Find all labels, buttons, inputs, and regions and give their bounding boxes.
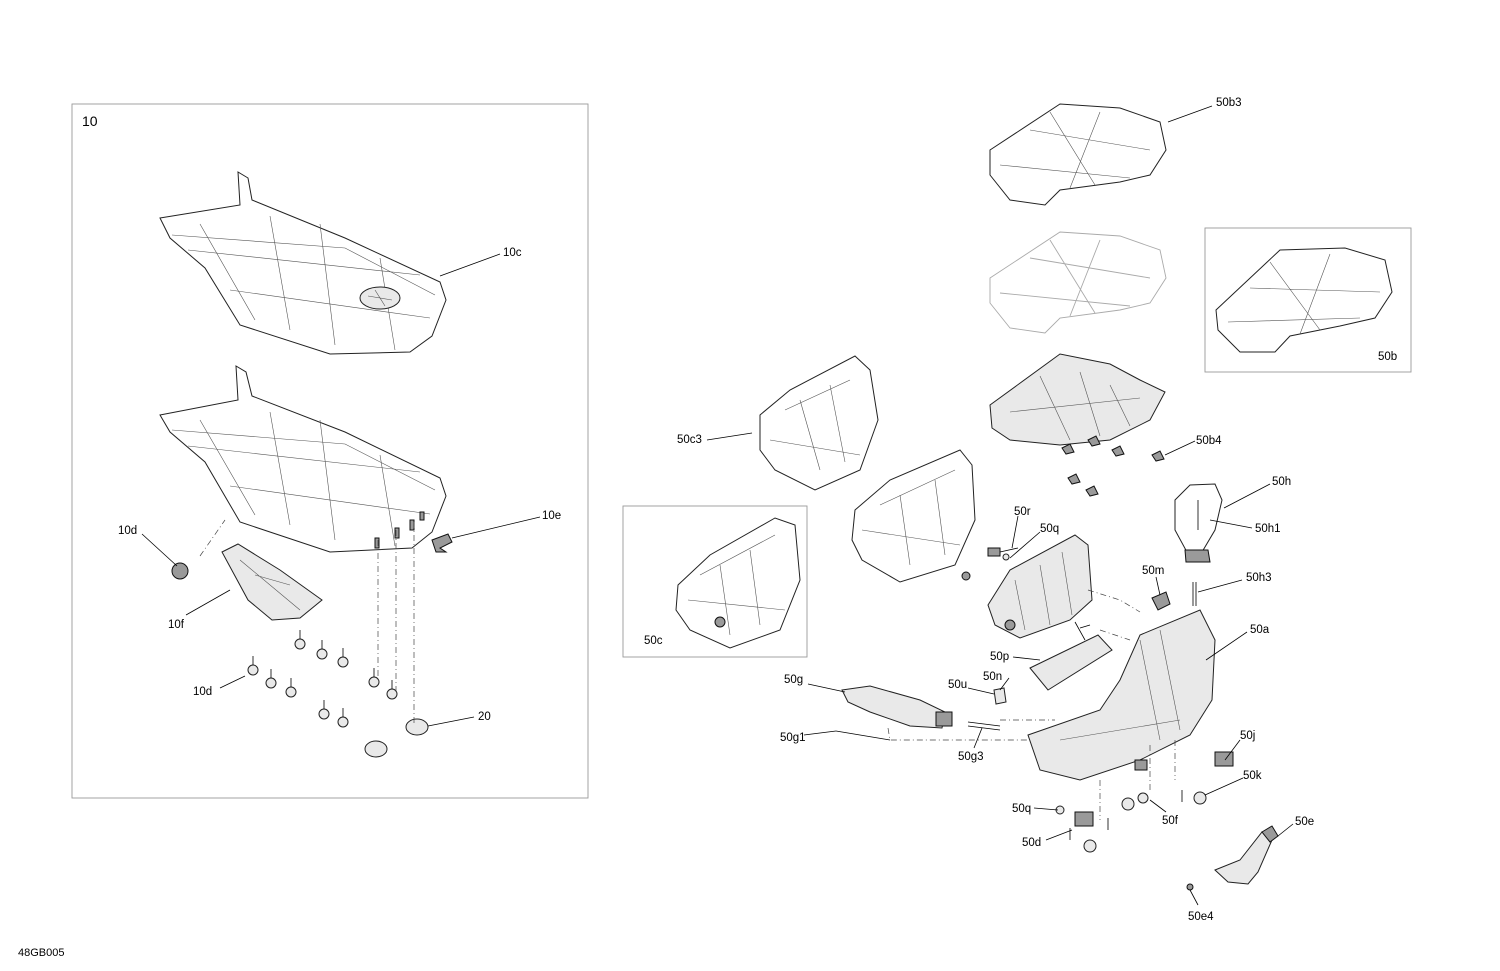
bracket-50e[interactable] [1186, 825, 1279, 891]
callout-10f: 10f [168, 619, 185, 631]
seat-frame-50a[interactable] [1027, 609, 1216, 781]
plate-50p[interactable] [1029, 634, 1113, 691]
stud-fasteners-10d[interactable] [247, 630, 398, 728]
callout-50p: 50p [990, 651, 1009, 663]
backrest-50c[interactable] [675, 517, 801, 649]
backrest-foam[interactable] [851, 449, 976, 583]
group-10-label: 10 [82, 113, 98, 129]
callout-50u: 50u [948, 679, 967, 691]
callout-50g3: 50g3 [958, 751, 984, 763]
callout-50q: 50q [1040, 523, 1059, 535]
callout-50k: 50k [1243, 770, 1262, 782]
pin-50g3[interactable] [967, 721, 1001, 731]
group-50b-frame [1204, 227, 1412, 373]
group-50c-frame [622, 505, 808, 658]
callout-50b3: 50b3 [1216, 97, 1242, 109]
callout-50q-lower: 50q [1012, 803, 1031, 815]
bumper-10d[interactable] [171, 562, 189, 580]
callout-50f: 50f [1162, 815, 1179, 827]
callout-10d-studs: 10d [193, 686, 212, 698]
bolt-50g1[interactable] [835, 730, 891, 741]
clip-10e[interactable] [431, 533, 453, 553]
group-10-frame [71, 103, 589, 799]
callout-50h1: 50h1 [1255, 523, 1281, 535]
grab-handle-50g[interactable] [841, 685, 953, 729]
grommets-20[interactable] [364, 718, 429, 758]
callout-50a: 50a [1250, 624, 1270, 636]
drawing-number: 48GB005 [18, 947, 64, 959]
callout-50e4: 50e4 [1188, 911, 1214, 923]
spacer-50n[interactable] [993, 687, 1007, 705]
screw-50r[interactable] [961, 547, 1019, 581]
bottom-fasteners[interactable] [1055, 751, 1234, 853]
callout-50g1: 50g1 [780, 732, 806, 744]
callout-50r: 50r [1014, 506, 1031, 518]
seat-cover-50b3[interactable] [989, 103, 1167, 206]
callout-50b4: 50b4 [1196, 435, 1222, 447]
backrest-frame[interactable] [987, 534, 1093, 639]
callout-50e: 50e [1295, 816, 1314, 828]
seat-foam-ghost [989, 231, 1167, 334]
seat-cover-10c[interactable] [159, 171, 447, 355]
callout-10e: 10e [542, 510, 561, 522]
callout-10c: 10c [503, 247, 522, 259]
callout-50c: 50c [644, 635, 663, 647]
callout-50j: 50j [1240, 730, 1255, 742]
seat-base-50b4[interactable] [989, 353, 1166, 497]
callout-20: 20 [478, 711, 491, 723]
seat-10-assembly[interactable] [159, 365, 447, 553]
callout-50b: 50b [1378, 351, 1397, 363]
callout-50h: 50h [1272, 476, 1291, 488]
seat-50b[interactable] [1215, 247, 1393, 353]
clip-50m[interactable] [1151, 591, 1171, 611]
callout-10d: 10d [118, 525, 137, 537]
callout-50m: 50m [1142, 565, 1164, 577]
callout-50c3: 50c3 [677, 434, 702, 446]
pin-50h3[interactable] [1192, 582, 1197, 606]
foam-pad-10f[interactable] [221, 543, 323, 621]
callout-50h3: 50h3 [1246, 572, 1272, 584]
callout-50d: 50d [1022, 837, 1041, 849]
backrest-cover-50c3[interactable] [759, 355, 879, 491]
callout-50g: 50g [784, 674, 803, 686]
backrest-pad-50h[interactable] [1174, 483, 1223, 563]
callout-50n: 50n [983, 671, 1002, 683]
